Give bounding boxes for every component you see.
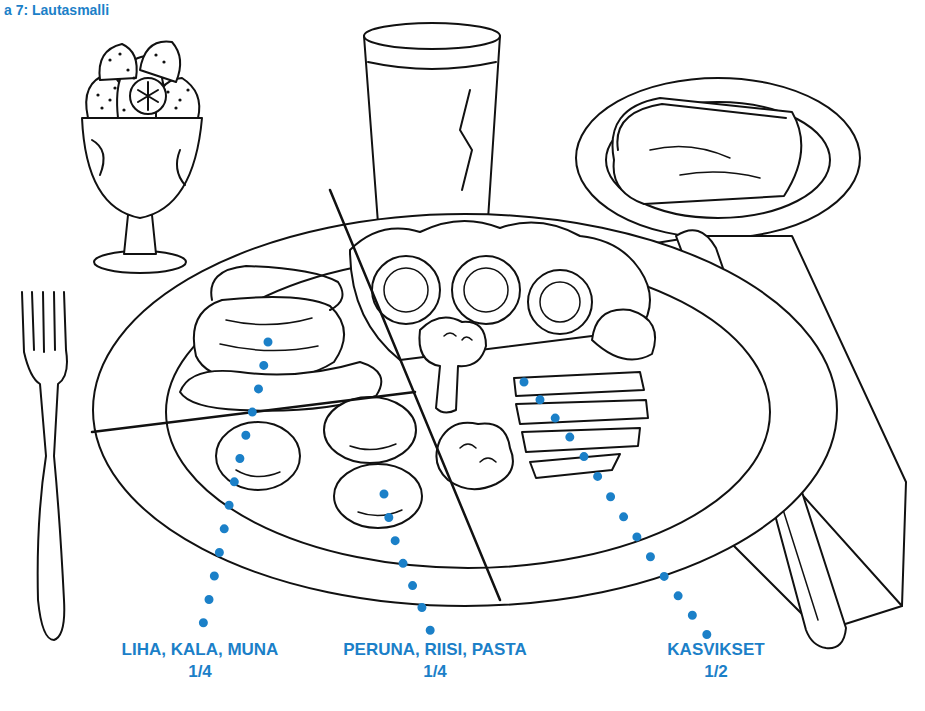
- food-group-label: PERUNA, RIISI, PASTA: [343, 640, 527, 660]
- vegetables: [436, 423, 513, 489]
- fork: [22, 292, 67, 640]
- bread-plate: [576, 78, 860, 238]
- strawberry-seeds: [174, 106, 177, 109]
- portion-fraction: 1/2: [704, 662, 728, 682]
- strawberry-seeds: [113, 86, 116, 89]
- strawberry-seeds: [108, 58, 111, 61]
- strawberry: [86, 42, 199, 118]
- bread-plate: [576, 78, 860, 238]
- milk-glass: [460, 90, 472, 190]
- meat-fish: [211, 266, 342, 310]
- strawberry-seeds: [178, 98, 181, 101]
- strawberry: [138, 82, 158, 110]
- strawberry-seeds: [96, 93, 99, 96]
- dotted-leader: [384, 494, 432, 636]
- portion-fraction: 1/4: [188, 662, 212, 682]
- vegetables: [540, 282, 580, 322]
- bread-plate: [617, 104, 786, 150]
- vegetables: [528, 270, 592, 334]
- dotted-leader: [200, 342, 708, 636]
- strawberry: [140, 42, 180, 82]
- portion-fraction: 1/4: [423, 662, 447, 682]
- vegetables: [516, 400, 648, 424]
- strawberry-bowl: [124, 215, 156, 254]
- strawberry-bowl: [177, 150, 185, 185]
- strawberry-seeds: [96, 52, 189, 111]
- strawberry-seeds: [186, 88, 189, 91]
- vegetables: [592, 310, 655, 360]
- dinner-plate: [93, 214, 837, 606]
- strawberry-seeds: [108, 98, 111, 101]
- strawberry-seeds: [162, 60, 165, 63]
- strawberry-seeds: [132, 76, 135, 79]
- strawberry-seeds: [122, 108, 125, 111]
- potatoes: [324, 397, 416, 463]
- vegetables: [452, 256, 520, 324]
- fork: [22, 292, 67, 640]
- knife: [780, 500, 818, 620]
- strawberry-seeds: [154, 53, 157, 56]
- vegetables: [384, 268, 428, 312]
- food-group-label: KASVIKSET: [667, 640, 764, 660]
- dotted-leader: [200, 342, 268, 636]
- fork: [32, 292, 55, 352]
- section-line: [330, 190, 500, 600]
- strawberry-seeds: [166, 90, 169, 93]
- bread-plate: [612, 98, 801, 204]
- strawberry-bowl: [92, 140, 104, 175]
- strawberry-bowl: [82, 118, 202, 218]
- strawberry-seeds: [126, 68, 129, 71]
- vegetables: [464, 268, 508, 312]
- vegetables: [530, 454, 620, 478]
- vegetables: [350, 221, 655, 489]
- milk-glass: [364, 23, 500, 49]
- vegetables: [460, 444, 496, 462]
- strawberry: [99, 44, 136, 80]
- potatoes: [236, 444, 402, 516]
- strawberry-bowl: [82, 42, 202, 273]
- vegetables: [419, 318, 486, 413]
- strawberry-seeds: [100, 106, 103, 109]
- vegetables: [514, 372, 644, 396]
- strawberry-seeds: [118, 52, 121, 55]
- section-line: [92, 190, 500, 600]
- figure-title: a 7: Lautasmalli: [4, 2, 109, 18]
- potatoes: [216, 397, 422, 528]
- milk-glass: [368, 62, 496, 69]
- meat-fish: [180, 266, 381, 411]
- vegetables: [522, 428, 640, 452]
- dotted-leader: [524, 382, 708, 636]
- potatoes: [334, 464, 422, 528]
- strawberry: [130, 78, 166, 114]
- potatoes: [216, 422, 300, 490]
- bread-plate: [650, 146, 760, 178]
- dinner-plate: [93, 214, 837, 606]
- vegetables: [444, 333, 472, 340]
- food-group-label: LIHA, KALA, MUNA: [122, 640, 279, 660]
